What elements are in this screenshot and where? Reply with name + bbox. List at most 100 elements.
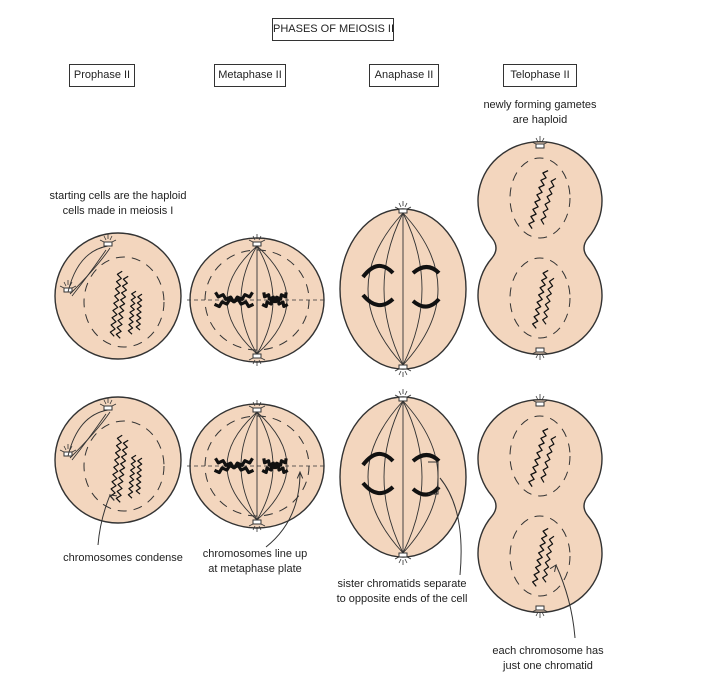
metaphase-cell-1 bbox=[187, 234, 327, 366]
centrosome bbox=[535, 401, 545, 407]
spindle-fiber bbox=[71, 249, 107, 297]
aster-ray bbox=[535, 353, 539, 359]
label-metaphase-ii: Metaphase II bbox=[214, 64, 286, 87]
prophase-cell-1 bbox=[54, 232, 182, 360]
aster-ray bbox=[394, 206, 400, 210]
aster-ray bbox=[103, 235, 107, 241]
aster-ray bbox=[394, 368, 400, 372]
note-one-chromatid: each chromosome has just one chromatid bbox=[492, 645, 604, 672]
aster-ray bbox=[248, 523, 254, 527]
aster-ray bbox=[404, 558, 408, 564]
aster-ray bbox=[103, 399, 107, 405]
anaphase-cell-1 bbox=[339, 201, 467, 377]
centrosome bbox=[103, 405, 113, 411]
chromosome bbox=[213, 457, 254, 475]
chromosome bbox=[540, 177, 557, 225]
aster-ray bbox=[531, 141, 537, 145]
pointer-arrowhead bbox=[296, 470, 304, 479]
centrosome bbox=[252, 353, 262, 359]
aster-ray bbox=[398, 202, 402, 208]
pointer-line bbox=[97, 494, 111, 546]
aster-ray bbox=[398, 558, 402, 564]
chromosome bbox=[531, 527, 549, 587]
aster-ray bbox=[406, 394, 412, 398]
chromatid-bracket bbox=[428, 461, 439, 495]
aster-ray bbox=[71, 285, 77, 289]
centrosome bbox=[252, 241, 262, 247]
aster-ray bbox=[99, 403, 105, 407]
aster-ray bbox=[398, 370, 402, 376]
centrosome bbox=[398, 552, 408, 558]
aster-ray bbox=[248, 357, 254, 361]
centrosome bbox=[535, 605, 545, 611]
chromatid bbox=[411, 453, 441, 463]
aster-ray bbox=[71, 449, 77, 453]
aster-ray bbox=[69, 445, 73, 451]
dividing-cell-membrane bbox=[477, 141, 603, 355]
cell-membrane bbox=[54, 232, 182, 360]
aster-ray bbox=[260, 239, 266, 243]
spindle-fiber bbox=[256, 245, 288, 355]
aster-ray bbox=[59, 285, 65, 289]
aster-ray bbox=[394, 394, 400, 398]
centrosome bbox=[252, 407, 262, 413]
spindle-fiber bbox=[383, 400, 404, 554]
spindle-fiber bbox=[67, 245, 109, 293]
aster-ray bbox=[531, 399, 537, 403]
chromosome bbox=[127, 454, 137, 499]
note-chromosomes-condense: chromosomes condense bbox=[63, 552, 183, 564]
spindle-fiber bbox=[383, 212, 404, 366]
aster-ray bbox=[531, 609, 537, 613]
aster-ray bbox=[252, 235, 256, 241]
aster-ray bbox=[63, 445, 67, 451]
aster-ray bbox=[398, 390, 402, 396]
centrosome bbox=[535, 143, 545, 149]
aster-ray bbox=[99, 239, 105, 243]
spindle-fiber bbox=[69, 247, 111, 295]
centrosome bbox=[103, 241, 113, 247]
nuclear-envelope bbox=[509, 157, 571, 239]
aster-ray bbox=[260, 357, 266, 361]
aster-ray bbox=[260, 523, 266, 527]
chromosome bbox=[261, 458, 288, 474]
aster-ray bbox=[541, 137, 545, 143]
chromosome bbox=[528, 170, 549, 229]
aster-ray bbox=[69, 281, 73, 287]
telophase-cell-2 bbox=[477, 394, 603, 618]
chromosome bbox=[127, 290, 137, 335]
metaphase-cell-2 bbox=[187, 400, 327, 532]
aster-ray bbox=[541, 353, 545, 359]
aster-ray bbox=[535, 137, 539, 143]
aster-ray bbox=[541, 395, 545, 401]
aster-ray bbox=[260, 405, 266, 409]
aster-ray bbox=[406, 206, 412, 210]
chromosome bbox=[109, 270, 123, 337]
chromosome bbox=[135, 293, 143, 331]
pointer-line bbox=[265, 471, 301, 548]
aster-ray bbox=[258, 235, 262, 241]
chromosome bbox=[135, 457, 143, 495]
cell-membrane bbox=[54, 396, 182, 524]
note-line-up: chromosomes line up at metaphase plate bbox=[202, 548, 308, 575]
aster-ray bbox=[252, 401, 256, 407]
centrosome bbox=[252, 519, 262, 525]
diagram-title: PHASES OF MEIOSIS II bbox=[272, 18, 394, 41]
chromosome bbox=[261, 292, 288, 308]
spindle-fiber bbox=[256, 411, 288, 521]
aster-ray bbox=[541, 611, 545, 617]
chromosome bbox=[115, 275, 129, 339]
nuclear-envelope bbox=[83, 256, 165, 348]
pointer-line bbox=[555, 564, 576, 639]
centrosome bbox=[398, 396, 408, 402]
chromosome bbox=[540, 435, 557, 483]
centrosome bbox=[535, 347, 545, 353]
aster-ray bbox=[535, 395, 539, 401]
chromosome bbox=[531, 269, 549, 329]
label-telophase-ii: Telophase II bbox=[503, 64, 577, 87]
chromatid bbox=[361, 293, 395, 307]
nuclear-envelope bbox=[509, 257, 571, 339]
aster-ray bbox=[543, 141, 549, 145]
spindle-fiber bbox=[402, 400, 423, 554]
prophase-cell-2 bbox=[54, 396, 182, 524]
